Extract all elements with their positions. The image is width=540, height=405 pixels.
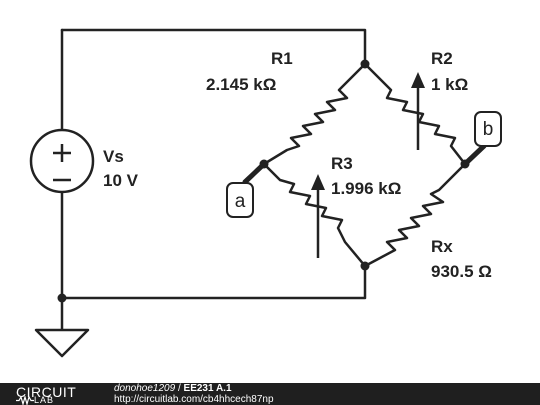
r3-name: R3 (331, 154, 353, 173)
wire-top (60, 28, 367, 66)
ground-symbol (34, 328, 90, 358)
footer-user[interactable]: donohoe1209 (114, 383, 176, 394)
r2-value: 1 kΩ (431, 75, 468, 94)
node-ground (57, 293, 67, 303)
footer-url[interactable]: http://circuitlab.com/cb4hhcech87np (114, 394, 274, 405)
resistor-logo-icon (16, 396, 34, 405)
probe-a[interactable]: a (226, 161, 267, 218)
footer-separator: / (177, 383, 181, 394)
footer-bar: CIRCUIT LAB donohoe1209 / EE231 A.1 http… (0, 383, 540, 405)
resistor-r3 (262, 162, 367, 268)
logo-text-top: CIRCUIT (16, 384, 77, 400)
vs-name: Vs (103, 147, 124, 166)
resistor-r2 (363, 62, 467, 166)
logo-text-bottom: LAB (34, 395, 55, 405)
resistor-rx (363, 162, 467, 268)
footer-title[interactable]: EE231 A.1 (183, 383, 232, 394)
voltage-source-symbol (29, 128, 95, 194)
rx-name: Rx (431, 237, 453, 256)
resistor-r1 (262, 62, 367, 166)
r2-name: R2 (431, 49, 453, 68)
vs-value: 10 V (103, 171, 139, 190)
rx-value: 930.5 Ω (431, 262, 492, 281)
r3-value: 1.996 kΩ (331, 179, 401, 198)
footer-line-1: donohoe1209 / EE231 A.1 (114, 384, 274, 394)
probe-b[interactable]: b (462, 111, 502, 167)
footer-text: donohoe1209 / EE231 A.1 http://circuitla… (114, 384, 274, 405)
wire-bottom (60, 264, 367, 300)
probe-b-label: b (483, 119, 494, 140)
circuitlab-logo[interactable]: CIRCUIT LAB (16, 384, 96, 405)
probe-a-label: a (235, 191, 246, 212)
r1-name: R1 (271, 49, 293, 68)
node-bottom (360, 261, 370, 271)
r1-value: 2.145 kΩ (206, 75, 276, 94)
circuit-schematic: a b Vs 10 V R1 2.145 kΩ R2 1 kΩ R3 1.996… (29, 28, 502, 358)
node-top (360, 59, 370, 69)
